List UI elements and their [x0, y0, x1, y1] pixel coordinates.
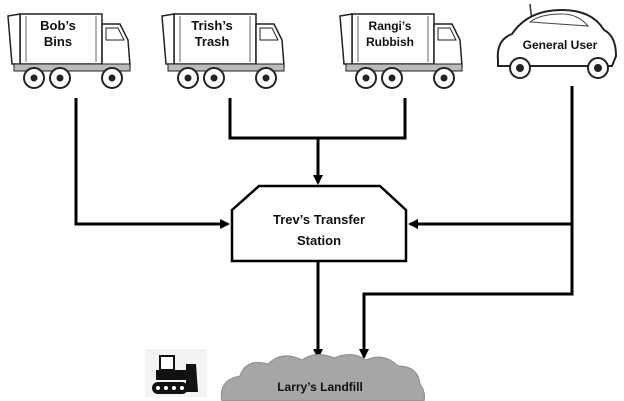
car-icon [496, 3, 618, 79]
flow-arrows [74, 86, 574, 359]
truck-label-line2: Rubbish [366, 35, 414, 49]
truck-trishs-trash: Trish’s Trash [161, 13, 285, 89]
arrow-user-to-station [408, 86, 574, 229]
join-line-trish-rangi [228, 98, 407, 140]
transfer-station-shape [230, 184, 408, 263]
truck-label-line2: Trash [195, 34, 230, 49]
landfill: Larry’s Landfill [220, 354, 425, 401]
station-label-line2: Station [297, 233, 341, 248]
transfer-station: Trev’s Transfer Station [230, 184, 408, 263]
truck-label-line2: Bins [44, 34, 72, 49]
arrow-bob-to-station [74, 98, 230, 229]
truck-rangis-rubbish: Rangi’s Rubbish [339, 13, 463, 89]
landfill-label: Larry’s Landfill [277, 380, 363, 394]
truck-label-line1: Trish’s [191, 18, 232, 33]
arrow-user-to-landfill [359, 224, 574, 359]
bulldozer-icon [145, 349, 207, 397]
car-label: General User [523, 38, 598, 52]
truck-label-line1: Bob’s [40, 18, 76, 33]
landfill-mound [220, 354, 425, 401]
station-label-line1: Trev’s Transfer [273, 212, 365, 227]
general-user-car: General User [496, 3, 618, 79]
truck-label-line1: Rangi’s [369, 19, 412, 33]
truck-bobs-bins: Bob’s Bins [7, 13, 131, 89]
